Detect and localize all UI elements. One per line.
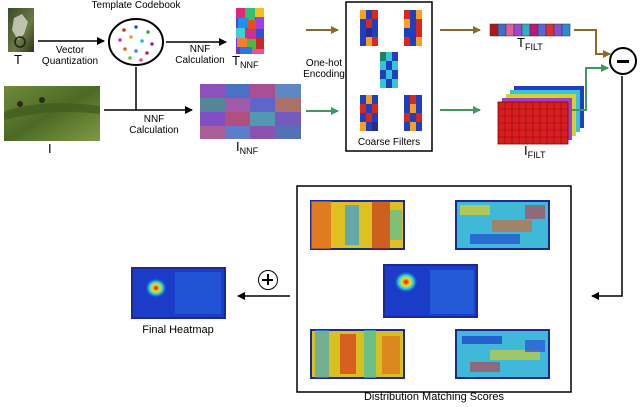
- coarse-filter-5: [404, 95, 422, 131]
- final-heatmap-image: [131, 267, 226, 319]
- score-map-3: [383, 264, 478, 318]
- nnf-calculation-top-label: NNF Calculation: [175, 44, 225, 66]
- i-nnf-image: [200, 84, 301, 139]
- coarse-filter-3: [380, 52, 398, 88]
- i-label: I: [48, 141, 52, 156]
- i-filt-label: IFILT: [524, 143, 546, 160]
- coarse-filter-2: [404, 10, 422, 46]
- score-map-2: [455, 200, 550, 250]
- t-nnf-image: [236, 8, 264, 54]
- final-heatmap-label: Final Heatmap: [142, 324, 214, 336]
- coarse-filter-1: [360, 10, 378, 46]
- input-image-i: [4, 86, 100, 141]
- t-filt-strip: [489, 23, 571, 37]
- coarse-filter-4: [360, 95, 378, 131]
- i-filt-volume: [497, 86, 584, 145]
- coarse-filters-label: Coarse Filters: [357, 137, 421, 148]
- one-hot-encoding-label: One-hot Encoding: [303, 58, 345, 80]
- t-nnf-label: TNNF: [232, 53, 259, 70]
- t-filt-label: TFILT: [517, 35, 543, 52]
- score-map-4: [310, 329, 405, 379]
- vector-quantization-label: Vector Quantization: [41, 45, 99, 67]
- minus-circle-icon: [609, 47, 637, 75]
- i-nnf-label: INNF: [236, 139, 259, 156]
- distribution-matching-scores-label: Distribution Matching Scores: [363, 391, 504, 403]
- plus-circle-icon: [258, 270, 278, 290]
- template-codebook: [108, 18, 164, 66]
- template-image-t: [8, 8, 34, 52]
- t-label: T: [14, 52, 22, 67]
- nnf-calculation-bottom-label: NNF Calculation: [129, 114, 179, 136]
- template-codebook-label: Template Codebook: [91, 0, 181, 11]
- score-map-5: [455, 329, 550, 379]
- score-map-1: [310, 200, 405, 250]
